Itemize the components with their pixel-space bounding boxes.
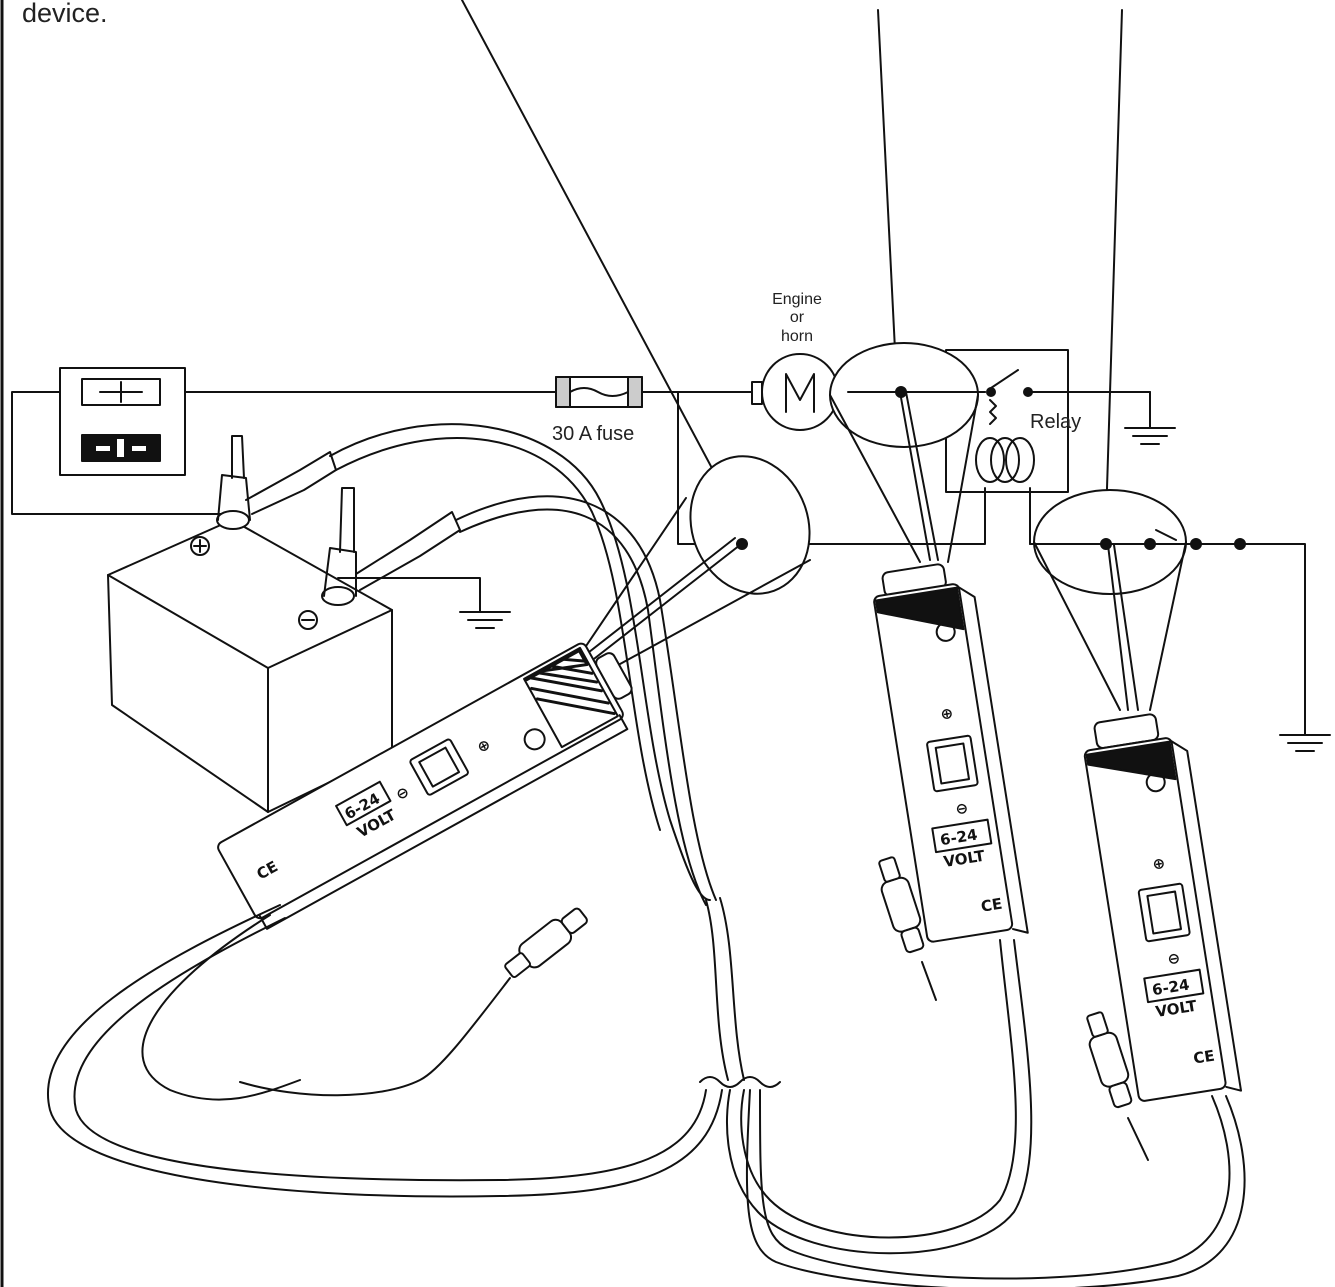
ce-mark-icon: CE <box>1192 1047 1216 1068</box>
motor-label-line2: or <box>790 309 805 326</box>
switch-box <box>59 367 186 476</box>
pointer-lines <box>461 0 1123 531</box>
battery-icon <box>107 435 481 813</box>
fuse-icon <box>555 376 643 408</box>
motor-label-line3: horn <box>781 328 813 345</box>
magnifier-left <box>581 455 811 676</box>
battery-leads <box>329 423 745 1081</box>
tester-right-range: 6-24 <box>1151 976 1191 1000</box>
magnifier-right <box>1033 489 1246 711</box>
ce-mark-icon: CE <box>980 895 1004 916</box>
minus-icon: ⊖ <box>1166 949 1181 969</box>
fuse-label: 30 A fuse <box>552 423 634 445</box>
tester-cables <box>47 904 1246 1287</box>
tester-middle-range: 6-24 <box>939 826 979 850</box>
tester-middle: ⊕ ⊖ 6-24 VOLT CE <box>873 563 1029 943</box>
probe-plugs <box>239 856 1149 1161</box>
caption-fragment: device. <box>22 0 108 28</box>
plus-icon: ⊕ <box>939 704 954 724</box>
ground-icon <box>459 427 1331 752</box>
tester-right: ⊕ ⊖ 6-24 VOLT CE <box>1083 713 1243 1102</box>
minus-icon: ⊖ <box>954 799 969 819</box>
tester-left: ⊕ ⊖ 6-24 VOLT CE <box>217 642 633 930</box>
plus-icon: ⊕ <box>1151 854 1166 874</box>
relay-label: Relay <box>1030 411 1081 433</box>
magnifier-middle <box>829 342 986 563</box>
motor-label-line1: Engine <box>772 291 822 308</box>
